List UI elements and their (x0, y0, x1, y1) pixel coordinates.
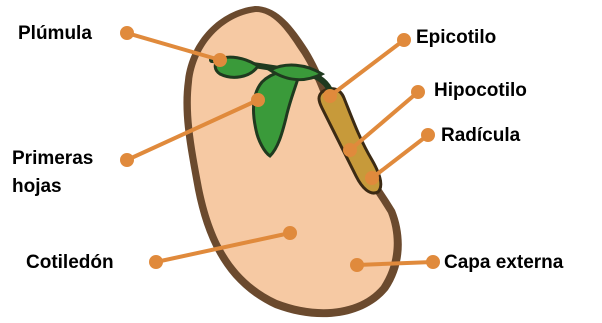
label-capa-externa: Capa externa (444, 252, 564, 273)
dot-epicotilo (399, 35, 409, 45)
dot-cotiledon (151, 257, 161, 267)
dot-plumula-end (215, 55, 225, 65)
dot-primeras-hojas (122, 155, 132, 165)
leader-radicula (372, 135, 428, 178)
label-primeras-hojas-line1: Primeras (12, 148, 93, 169)
dot-capa-externa (428, 257, 438, 267)
leader-epicotilo (330, 40, 404, 96)
dot-plumula (122, 28, 132, 38)
dot-radicula-end (367, 173, 377, 183)
label-plumula: Plúmula (18, 23, 92, 44)
label-radicula: Radícula (441, 125, 521, 146)
dot-hipocotilo (413, 87, 423, 97)
dot-radicula (423, 130, 433, 140)
label-epicotilo: Epicotilo (416, 27, 496, 48)
leader-hipocotilo (350, 92, 418, 150)
label-primeras-hojas-line2: hojas (12, 176, 62, 197)
dot-epicotilo-end (325, 91, 335, 101)
label-cotiledon: Cotiledón (26, 252, 114, 273)
dot-hipocotilo-end (345, 145, 355, 155)
dot-capa-externa-end (352, 260, 362, 270)
dot-primeras-hojas-end (253, 95, 263, 105)
label-hipocotilo: Hipocotilo (434, 80, 527, 101)
dot-cotiledon-end (285, 228, 295, 238)
